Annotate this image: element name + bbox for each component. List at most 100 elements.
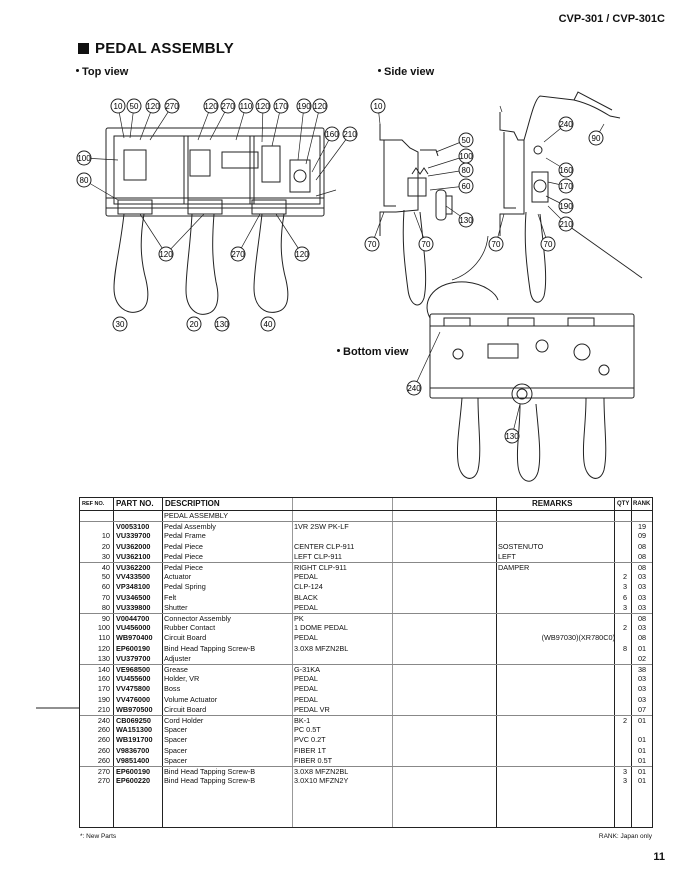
cell-ref: 120 bbox=[97, 643, 110, 653]
section-title-text: PEDAL ASSEMBLY bbox=[95, 40, 234, 57]
cell-part-no: VU455600 bbox=[116, 674, 151, 684]
callout-210: 210 bbox=[558, 216, 574, 232]
callout-circle bbox=[488, 236, 504, 252]
cell-part-no: VU346500 bbox=[116, 592, 151, 602]
callout-circle bbox=[588, 130, 604, 146]
cell-remarks: SOSTENUTO bbox=[498, 541, 544, 551]
cell-rank: 03 bbox=[637, 674, 647, 684]
cell-part-no: V0044700 bbox=[116, 614, 150, 623]
callout-number: 90 bbox=[592, 134, 601, 143]
side-pedal-left bbox=[402, 209, 427, 306]
cell-qty: 3 bbox=[622, 602, 627, 612]
cell-part-no: WB970500 bbox=[116, 704, 153, 714]
callout-circle bbox=[558, 216, 574, 232]
callout-120: 120 bbox=[203, 98, 219, 114]
cell-spec: PK bbox=[294, 614, 304, 623]
callout-circle bbox=[164, 98, 180, 114]
callout-240: 240 bbox=[406, 380, 422, 396]
callout-circle bbox=[76, 172, 92, 188]
cell-spec: BK-1 bbox=[294, 716, 311, 725]
cell-spec: PEDAL bbox=[294, 684, 318, 694]
cell-spec: PEDAL bbox=[294, 694, 318, 704]
cell-ref: 50 bbox=[101, 572, 110, 582]
cell-description: Circuit Board bbox=[164, 633, 207, 643]
cell-qty: 2 bbox=[622, 623, 627, 633]
bullet-icon bbox=[378, 69, 381, 72]
cell-rank: 38 bbox=[637, 665, 647, 674]
cell-part-no: WB191700 bbox=[116, 735, 153, 745]
col-divider bbox=[113, 498, 114, 827]
cell-ref: 190 bbox=[97, 694, 110, 704]
callout-70: 70 bbox=[488, 236, 504, 252]
footnote-rank: RANK: Japan only bbox=[598, 833, 652, 840]
page-number: 11 bbox=[653, 851, 665, 863]
callout-number: 120 bbox=[313, 102, 327, 111]
callout-170: 170 bbox=[273, 98, 289, 114]
callout-number: 130 bbox=[505, 432, 519, 441]
callout-number: 70 bbox=[544, 240, 553, 249]
callout-100: 100 bbox=[76, 150, 92, 166]
callout-circle bbox=[126, 98, 142, 114]
callout-50: 50 bbox=[458, 132, 474, 148]
callout-number: 170 bbox=[559, 182, 573, 191]
callout-number: 80 bbox=[80, 176, 89, 185]
cell-spec: LEFT CLP-911 bbox=[294, 551, 342, 561]
cell-description: Volume Actuator bbox=[164, 694, 218, 704]
callout-number: 30 bbox=[116, 320, 125, 329]
callout-number: 160 bbox=[559, 166, 573, 175]
cell-ref: 10 bbox=[101, 531, 110, 541]
callout-30: 30 bbox=[112, 316, 128, 332]
footnote-new-parts: *: New Parts bbox=[80, 833, 117, 840]
callout-number: 60 bbox=[462, 182, 471, 191]
callout-130: 130 bbox=[504, 428, 520, 444]
callout-120: 120 bbox=[255, 98, 271, 114]
callout-270: 270 bbox=[220, 98, 236, 114]
pedal-frame-bottom bbox=[429, 313, 635, 399]
cell-description: PEDAL ASSEMBLY bbox=[164, 511, 229, 520]
cell-rank: 01 bbox=[637, 643, 647, 653]
cell-description: Connector Assembly bbox=[164, 614, 231, 623]
cell-spec: BLACK bbox=[294, 592, 318, 602]
cell-part-no: CB069250 bbox=[116, 716, 151, 725]
callout-number: 240 bbox=[407, 384, 421, 393]
cell-qty: 8 bbox=[622, 643, 627, 653]
cell-spec: PEDAL bbox=[294, 674, 318, 684]
callout-number: 50 bbox=[130, 102, 139, 111]
top-view-label-text: Top view bbox=[82, 66, 129, 78]
cell-description: Pedal Assembly bbox=[164, 522, 216, 532]
callout-70: 70 bbox=[418, 236, 434, 252]
callout-circle bbox=[112, 316, 128, 332]
cell-part-no: VU339800 bbox=[116, 602, 151, 612]
cell-part-no: V9851400 bbox=[116, 755, 150, 765]
cell-rank: 01 bbox=[637, 745, 647, 755]
callout-number: 100 bbox=[459, 152, 473, 161]
callout-circle bbox=[145, 98, 161, 114]
callout-110: 110 bbox=[238, 98, 254, 114]
cell-part-no: VV433500 bbox=[116, 572, 151, 582]
bottom-view-label: Bottom view bbox=[337, 346, 408, 358]
callout-130: 130 bbox=[214, 316, 230, 332]
col-divider bbox=[292, 498, 293, 827]
callout-number: 120 bbox=[146, 102, 160, 111]
callout-120: 120 bbox=[312, 98, 328, 114]
cell-spec: CLP-124 bbox=[294, 582, 323, 592]
cell-rank: 01 bbox=[637, 767, 647, 776]
callout-circle bbox=[186, 316, 202, 332]
section-title: PEDAL ASSEMBLY bbox=[78, 40, 234, 57]
parts-table-header: REF NO. PART NO. DESCRIPTION REMARKS QTY… bbox=[80, 498, 652, 511]
callout-number: 210 bbox=[343, 130, 357, 139]
callout-circle bbox=[110, 98, 126, 114]
cell-description: Shutter bbox=[164, 602, 188, 612]
header-part: PART NO. bbox=[116, 499, 154, 508]
cell-ref: 210 bbox=[97, 704, 110, 714]
